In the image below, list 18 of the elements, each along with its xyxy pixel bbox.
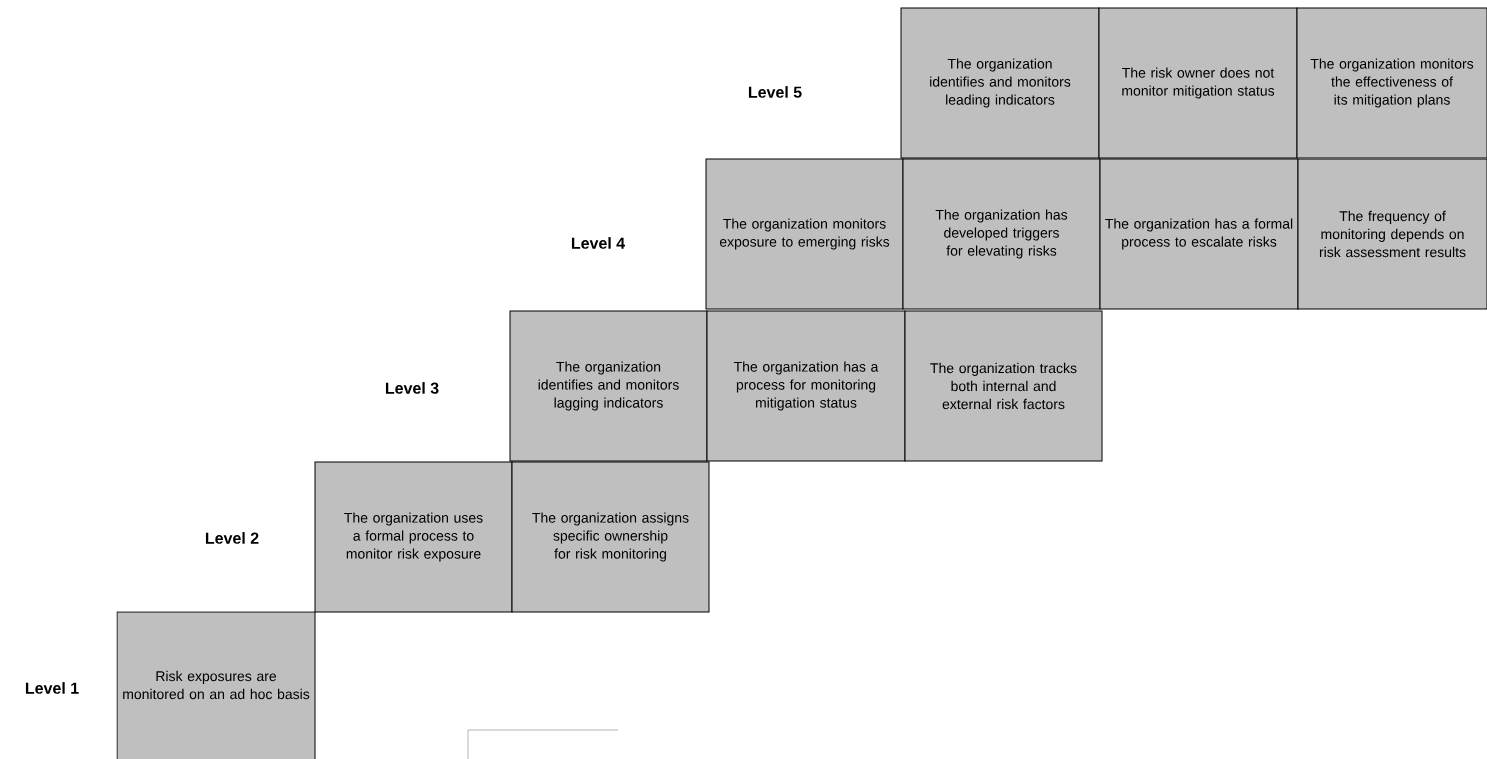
- step-box: The organization identifies and monitors lagging indicators: [509, 310, 708, 462]
- level-label: Level 1: [25, 682, 79, 694]
- level-label: Level 2: [205, 532, 259, 544]
- level-label: Level 3: [385, 382, 439, 394]
- step-box: The organization tracks both internal and external risk factors: [904, 310, 1103, 462]
- step-box: The organization identifies and monitors leading indicators: [900, 7, 1100, 159]
- step-box: The organization monitors the effectiveness of its mitigation plans: [1296, 7, 1487, 159]
- step-box: The frequency of monitoring depends on risk assessment results: [1297, 158, 1487, 310]
- step-box: The organization has a process for monitoring mitigation status: [706, 310, 906, 462]
- step-box: The organization monitors exposure to emerging risks: [705, 158, 904, 310]
- step-box: The organization uses a formal process to monitor risk exposure: [314, 461, 513, 613]
- step-box: The risk owner does not monitor mitigation status: [1098, 7, 1298, 159]
- level-label: Level 5: [748, 86, 802, 98]
- step-box: The organization has a formal process to escalate risks: [1099, 158, 1299, 310]
- step-box: The organization has developed triggers for elevating risks: [902, 158, 1101, 310]
- step-box: The organization assigns specific ownership for risk monitoring: [511, 461, 710, 613]
- step-box: Risk exposures are monitored on an ad hoc basis: [116, 611, 316, 759]
- level-label: Level 4: [571, 237, 626, 249]
